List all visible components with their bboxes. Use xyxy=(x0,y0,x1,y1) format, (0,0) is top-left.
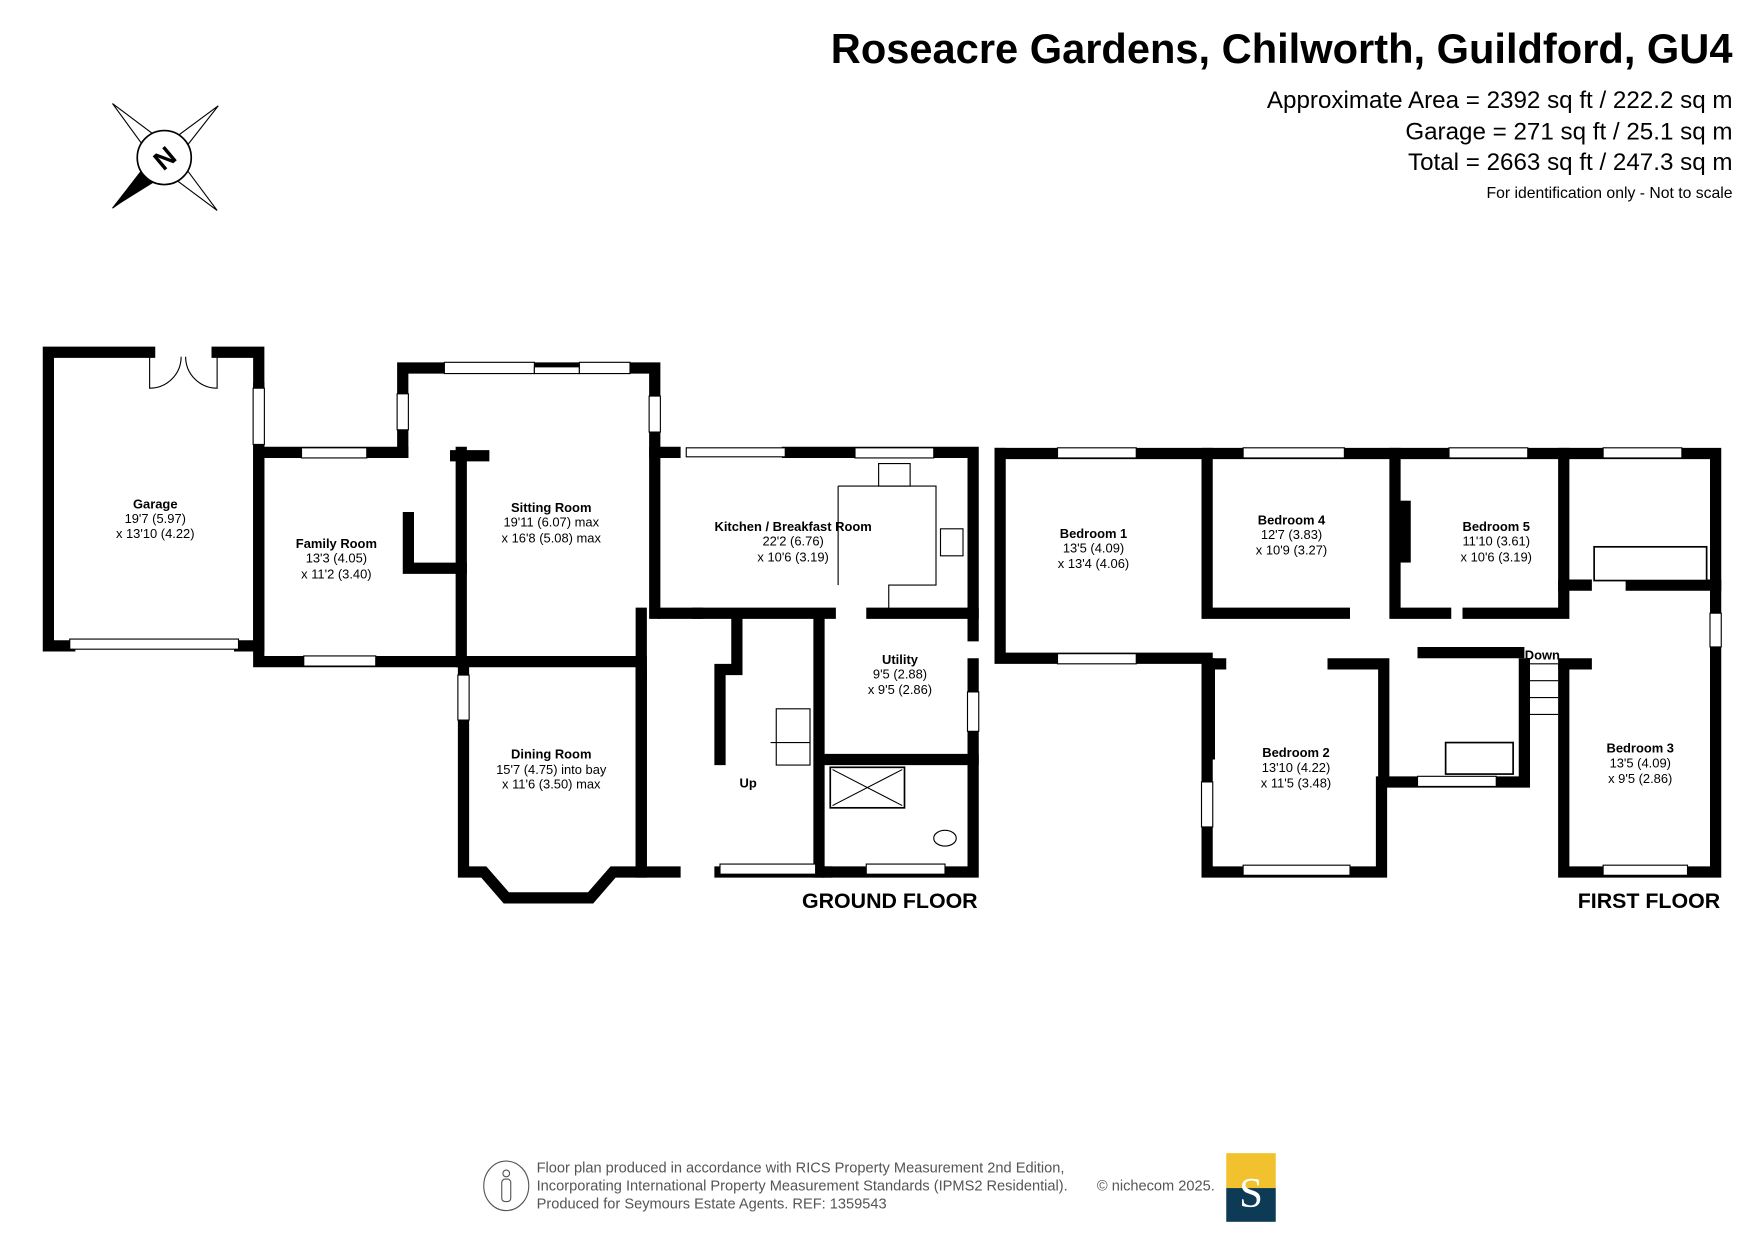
svg-text:Utility: Utility xyxy=(882,652,919,667)
svg-text:Bedroom 5: Bedroom 5 xyxy=(1463,519,1531,534)
svg-text:x 10'9 (3.27): x 10'9 (3.27) xyxy=(1256,543,1327,558)
svg-text:x 11'6 (3.50) max: x 11'6 (3.50) max xyxy=(502,777,601,792)
svg-text:Bedroom 2: Bedroom 2 xyxy=(1262,745,1330,760)
ground-floor-label: GROUND FLOOR xyxy=(802,889,978,913)
svg-text:x 11'5 (3.48): x 11'5 (3.48) xyxy=(1261,776,1331,791)
room-utility: Utility 9'5 (2.88) x 9'5 (2.86) xyxy=(868,652,932,697)
page-title: Roseacre Gardens, Chilworth, Guildford, … xyxy=(831,25,1733,72)
room-sitting-room: Sitting Room 19'11 (6.07) max x 16'8 (5.… xyxy=(502,500,602,545)
svg-text:x 13'4 (4.06): x 13'4 (4.06) xyxy=(1058,556,1129,571)
stairs-down-label: Down xyxy=(1525,647,1560,662)
first-floor-walls xyxy=(994,447,1722,878)
svg-text:x 11'2 (3.40): x 11'2 (3.40) xyxy=(301,566,371,581)
svg-text:22'2 (6.76): 22'2 (6.76) xyxy=(762,534,823,549)
svg-text:19'11 (6.07) max: 19'11 (6.07) max xyxy=(503,515,599,530)
svg-text:13'10 (4.22): 13'10 (4.22) xyxy=(1262,760,1331,775)
svg-text:x 13'10 (4.22): x 13'10 (4.22) xyxy=(116,526,195,541)
total-area: Total = 2663 sq ft / 247.3 sq m xyxy=(1408,149,1733,176)
svg-text:Bedroom 1: Bedroom 1 xyxy=(1060,526,1128,541)
room-bedroom-5: Bedroom 5 11'10 (3.61) x 10'6 (3.19) xyxy=(1461,519,1532,564)
room-family-room: Family Room 13'3 (4.05) x 11'2 (3.40) xyxy=(296,536,377,581)
svg-text:13'5 (4.09): 13'5 (4.09) xyxy=(1063,540,1124,555)
room-bedroom-2: Bedroom 2 13'10 (4.22) x 11'5 (3.48) xyxy=(1261,745,1331,790)
stairs-up-label: Up xyxy=(740,776,757,791)
garage-area: Garage = 271 sq ft / 25.1 sq m xyxy=(1405,119,1732,146)
svg-text:Dining Room: Dining Room xyxy=(511,746,591,761)
svg-text:Bedroom 3: Bedroom 3 xyxy=(1607,741,1675,756)
svg-text:Kitchen / Breakfast Room: Kitchen / Breakfast Room xyxy=(714,519,871,534)
rics-person-icon xyxy=(483,1160,530,1212)
disclaimer: For identification only - Not to scale xyxy=(1487,185,1733,202)
room-kitchen-breakfast: Kitchen / Breakfast Room 22'2 (6.76) x 1… xyxy=(714,519,871,564)
room-dining-room: Dining Room 15'7 (4.75) into bay x 11'6 … xyxy=(496,746,607,791)
first-floor-label: FIRST FLOOR xyxy=(1578,889,1720,913)
approx-area: Approximate Area = 2392 sq ft / 222.2 sq… xyxy=(1267,87,1733,114)
ground-floor-walls xyxy=(42,346,980,904)
footer-copyright: © nichecom 2025. xyxy=(1097,1178,1215,1194)
svg-text:Family Room: Family Room xyxy=(296,536,377,551)
svg-text:x 16'8 (5.08) max: x 16'8 (5.08) max xyxy=(502,530,602,545)
footer-line-3: Produced for Seymours Estate Agents. REF… xyxy=(537,1196,887,1212)
svg-text:9'5 (2.88): 9'5 (2.88) xyxy=(873,666,927,681)
room-bedroom-3: Bedroom 3 13'5 (4.09) x 9'5 (2.86) xyxy=(1607,741,1675,786)
svg-text:Garage: Garage xyxy=(133,497,178,512)
svg-text:13'5 (4.09): 13'5 (4.09) xyxy=(1610,755,1671,770)
room-bedroom-1: Bedroom 1 13'5 (4.09) x 13'4 (4.06) xyxy=(1058,526,1129,571)
svg-text:13'3 (4.05): 13'3 (4.05) xyxy=(306,551,367,566)
seymours-logo: S xyxy=(1226,1153,1276,1222)
svg-text:15'7 (4.75) into bay: 15'7 (4.75) into bay xyxy=(496,762,607,777)
svg-text:Bedroom 4: Bedroom 4 xyxy=(1258,512,1326,527)
north-compass-icon: N xyxy=(112,103,219,211)
svg-text:x 9'5 (2.86): x 9'5 (2.86) xyxy=(868,682,932,697)
room-garage: Garage 19'7 (5.97) x 13'10 (4.22) xyxy=(116,497,195,541)
footer-line-1: Floor plan produced in accordance with R… xyxy=(537,1160,1065,1176)
svg-text:Sitting Room: Sitting Room xyxy=(511,500,591,515)
svg-text:x 10'6 (3.19): x 10'6 (3.19) xyxy=(757,549,828,564)
svg-text:19'7 (5.97): 19'7 (5.97) xyxy=(125,511,186,526)
svg-text:x 9'5 (2.86): x 9'5 (2.86) xyxy=(1608,771,1672,786)
svg-text:11'10 (3.61): 11'10 (3.61) xyxy=(1462,534,1530,549)
svg-text:S: S xyxy=(1239,1170,1263,1217)
svg-text:12'7 (3.83): 12'7 (3.83) xyxy=(1261,527,1322,542)
room-bedroom-4: Bedroom 4 12'7 (3.83) x 10'9 (3.27) xyxy=(1256,512,1327,557)
svg-text:x 10'6 (3.19): x 10'6 (3.19) xyxy=(1461,549,1532,564)
footer-line-2: Incorporating International Property Mea… xyxy=(537,1178,1068,1194)
